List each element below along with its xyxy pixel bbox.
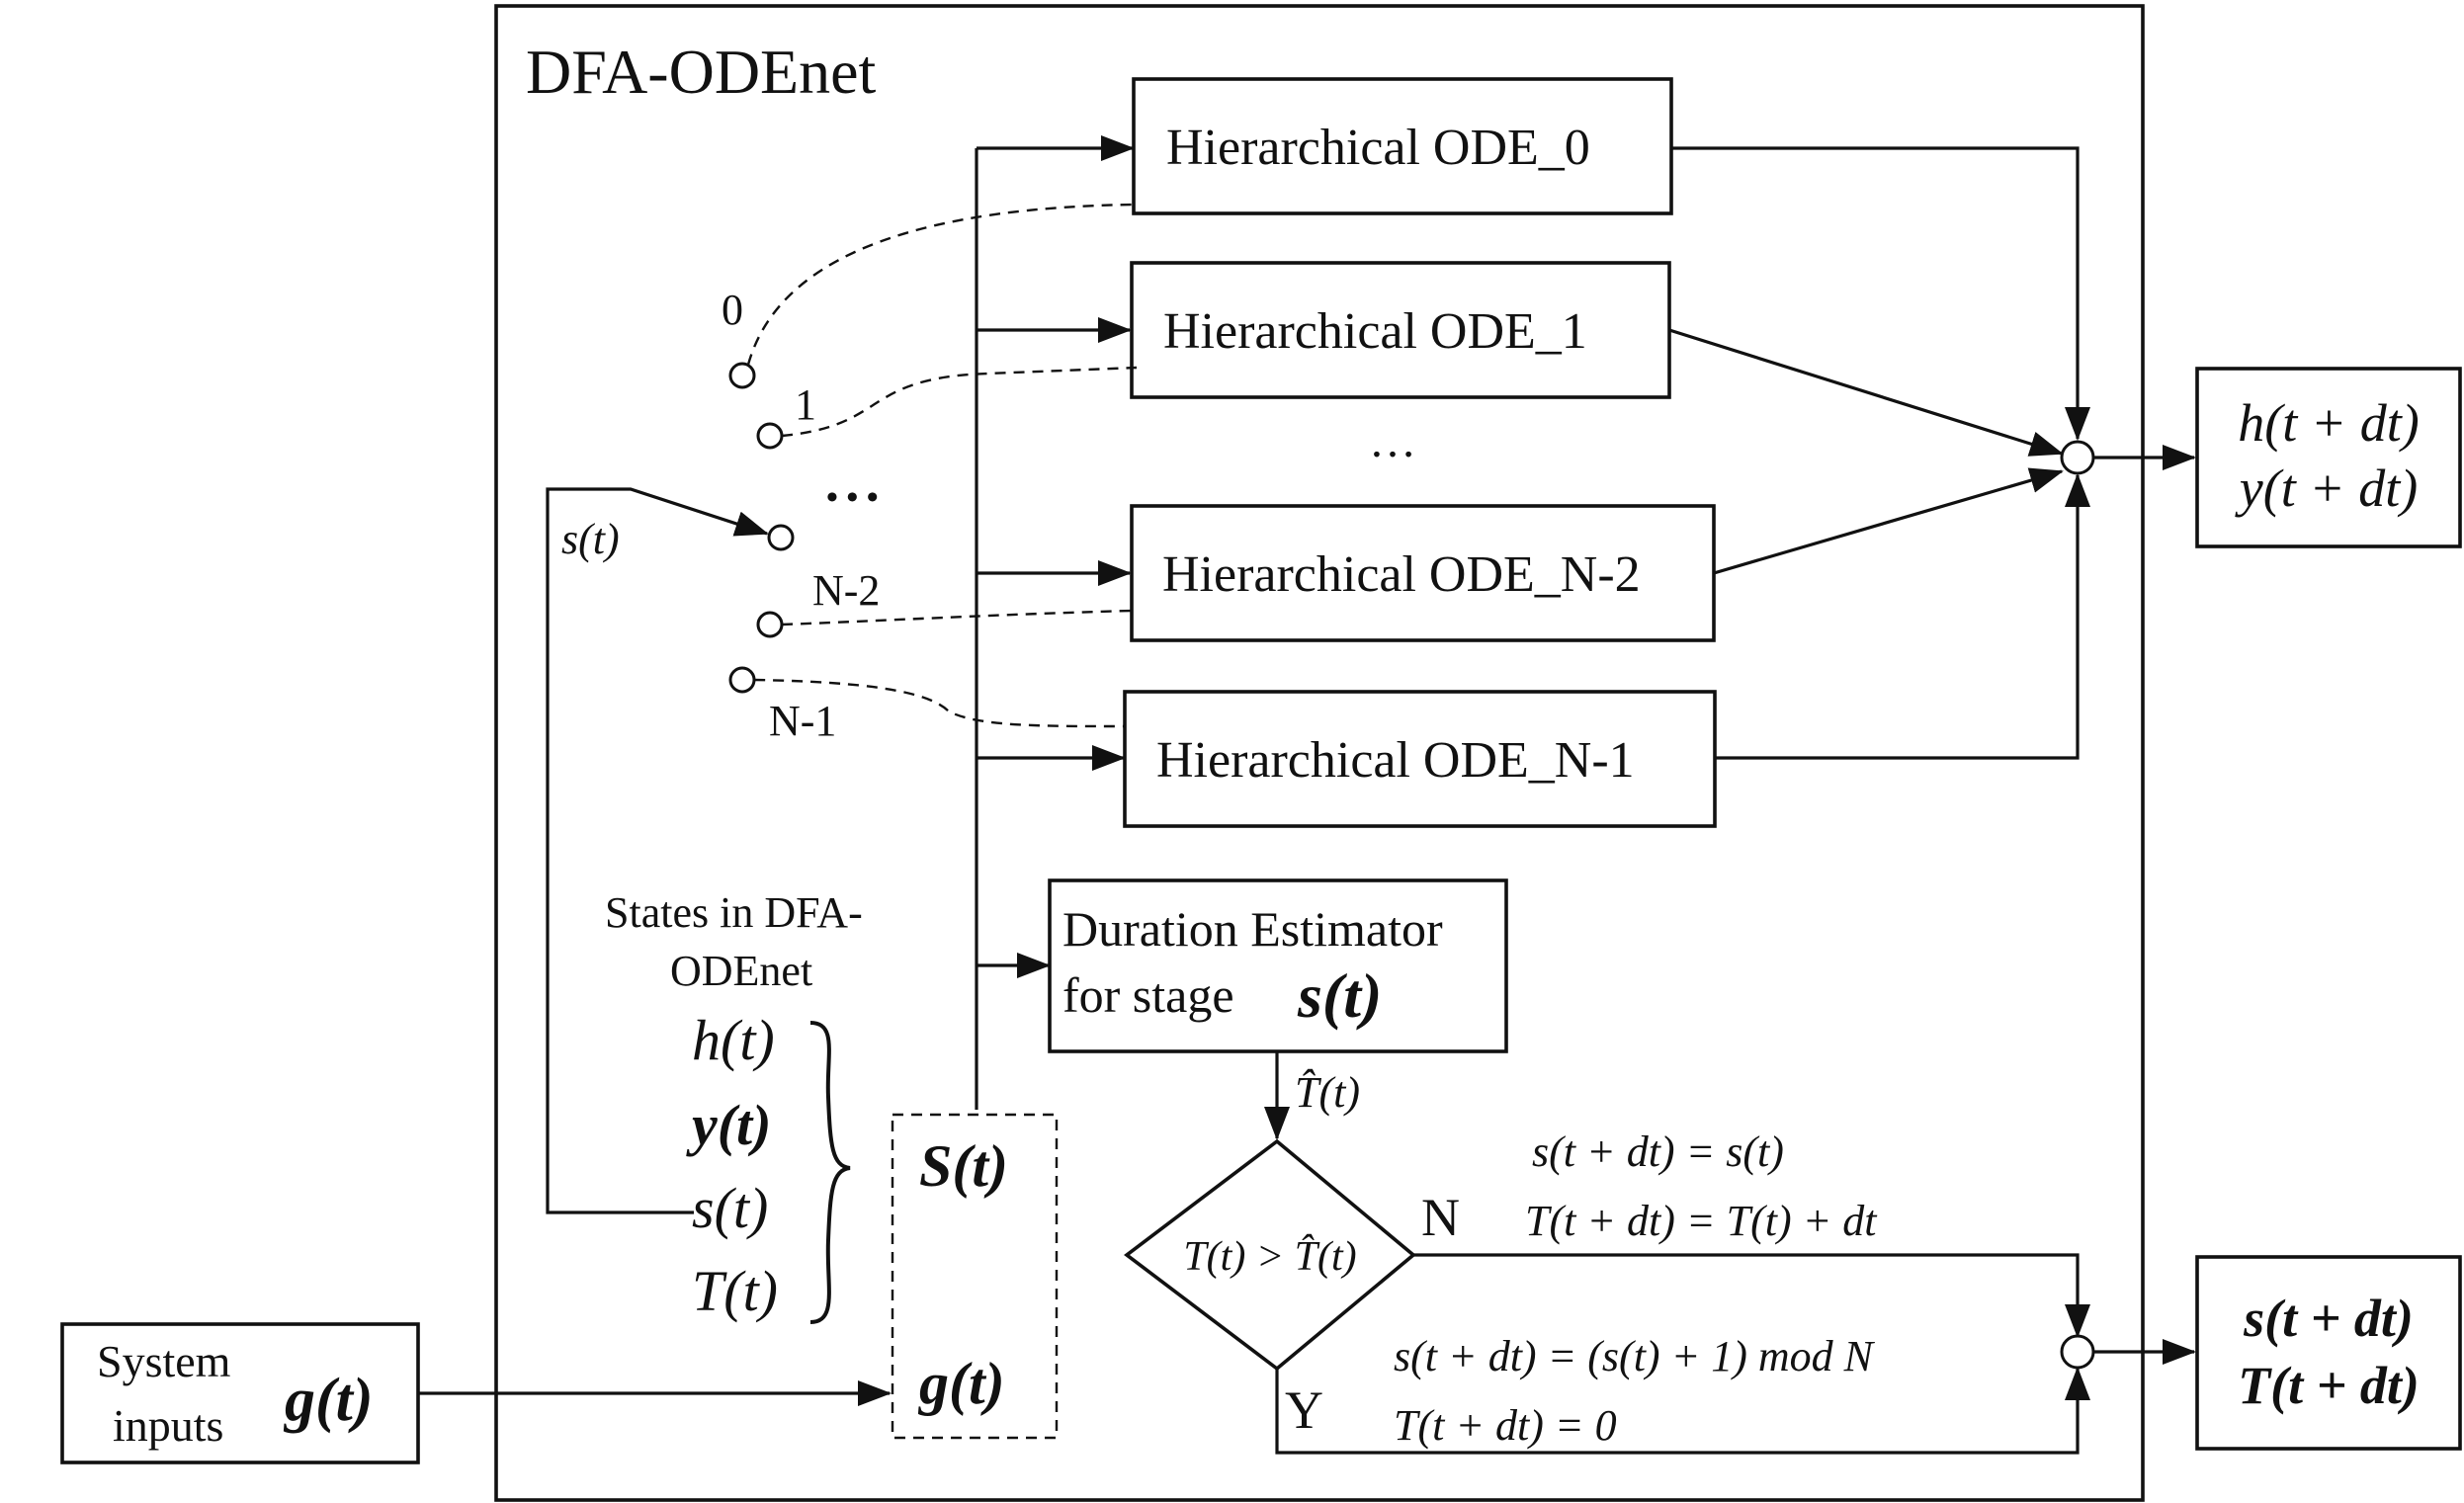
switch-dots: • • •: [826, 479, 879, 516]
branch-yes-line: [1275, 1367, 2090, 1455]
output-top-line1: h(t + dt): [2238, 393, 2419, 453]
merge-node-top: [2060, 440, 2095, 475]
branch-yes-eq2: T(t + dt) = 0: [1394, 1401, 1617, 1450]
dash-link-1: [781, 366, 1138, 438]
system-inputs-line1: System: [97, 1336, 231, 1386]
state-var-y: y(t): [686, 1093, 772, 1157]
ode-n1-output: [1715, 473, 2090, 760]
switch-label-0: 0: [722, 286, 743, 334]
switch-terminal-1: [756, 422, 784, 450]
ode-0-output: [1671, 146, 2090, 441]
switch-terminal-n1: [728, 666, 756, 694]
state-feedback-line: [546, 487, 769, 1214]
states-caption-line1: States in DFA-: [605, 888, 863, 937]
branch-no-eq1: s(t + dt) = s(t): [1532, 1127, 1784, 1176]
switch-terminal-n2: [767, 524, 795, 551]
ode-1-output: [1668, 328, 2064, 457]
that-label: T̂(t): [1295, 1068, 1360, 1117]
merge-node-bottom: [2060, 1334, 2095, 1370]
ode-block-n1-label: Hierarchical ODE_N-1: [1156, 732, 1635, 789]
system-inputs-box: [60, 1322, 420, 1464]
ode-block-n2-label: Hierarchical ODE_N-2: [1162, 546, 1641, 603]
bundle-S: S(t): [919, 1133, 1008, 1199]
dash-link-n2: [781, 609, 1133, 626]
state-input-label: s(t): [561, 515, 620, 563]
decision-condition: T(t) > T̂(t): [1183, 1233, 1356, 1280]
ode-block-n1: [1123, 690, 1717, 828]
duration-estimator-s: s(t): [1297, 960, 1382, 1031]
branch-no-line: [1413, 1253, 2090, 1338]
state-var-s: s(t): [692, 1176, 768, 1240]
duration-estimator-box: [1048, 878, 1508, 1053]
switch-label-n2: N-2: [812, 566, 880, 615]
switch-label-1: 1: [795, 380, 816, 429]
states-caption-line2: ODEnet: [670, 947, 812, 995]
dash-link-n1: [753, 678, 1126, 728]
switch-terminal-n2b: [756, 611, 784, 638]
system-inputs-line2: inputs: [113, 1400, 223, 1451]
switch-terminal-0: [728, 362, 756, 389]
decision-yes-label: Y: [1285, 1380, 1323, 1440]
ode-block-0-label: Hierarchical ODE_0: [1166, 120, 1590, 176]
ode-block-1-label: Hierarchical ODE_1: [1163, 303, 1587, 360]
duration-estimator-line2: for stage: [1062, 967, 1234, 1023]
duration-estimator-line1: Duration Estimator: [1062, 901, 1443, 957]
switch-label-n1: N-1: [769, 697, 836, 745]
dfa-odenet-frame: [494, 4, 2145, 1502]
ode-block-0: [1132, 77, 1673, 215]
output-bottom-box: [2195, 1255, 2462, 1451]
output-top-line2: y(t + dt): [2235, 459, 2418, 518]
bundle-g: g(t): [917, 1351, 1005, 1416]
output-bottom-line1: s(t + dt): [2243, 1289, 2414, 1348]
branch-no-eq2: T(t + dt) = T(t) + dt: [1525, 1197, 1878, 1245]
ode-block-n2: [1130, 504, 1716, 642]
ode-block-1: [1130, 261, 1671, 399]
state-var-T: T(t): [692, 1259, 778, 1323]
branch-yes-eq1: s(t + dt) = (s(t) + 1) mod N: [1394, 1332, 1876, 1380]
output-bottom-line2: T(t + dt): [2238, 1356, 2420, 1415]
state-var-h: h(t): [692, 1008, 775, 1072]
ode-ellipsis: …: [1369, 415, 1416, 467]
ode-n2-output: [1713, 467, 2064, 575]
system-inputs-g: g(t): [283, 1367, 374, 1434]
state-bundle-box: [891, 1113, 1059, 1440]
frame-title: DFA-ODEnet: [526, 37, 877, 107]
decision-no-label: N: [1421, 1188, 1460, 1247]
output-top-box: [2195, 367, 2462, 548]
dash-link-0: [746, 203, 1135, 366]
states-brace: [809, 1021, 851, 1324]
